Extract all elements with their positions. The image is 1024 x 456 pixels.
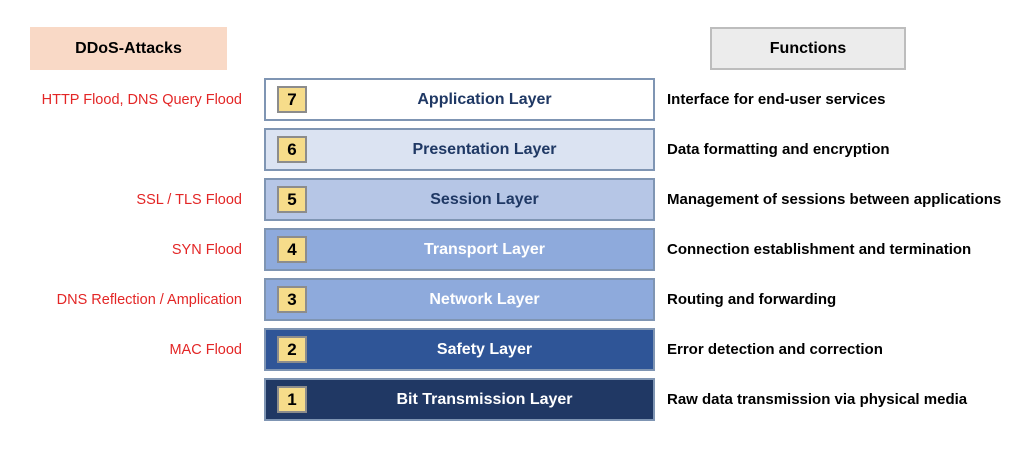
ddos-attack-label: SSL / TLS Flood (136, 191, 242, 208)
layer-box: 6 Presentation Layer (264, 128, 655, 171)
ddos-attack-label: DNS Reflection / Amplication (56, 291, 242, 308)
layer-row: 6 Presentation Layer Data formatting and e… (0, 128, 1024, 171)
layer-name: Transport Layer (424, 240, 545, 258)
layer-name: Session Layer (430, 190, 539, 208)
layer-row: SYN Flood 4 Transport Layer Connection esta… (0, 228, 1024, 271)
layer-row: DNS Reflection / Amplication 3 Network Lay… (0, 278, 1024, 321)
layer-function-label: Routing and forwarding (667, 291, 837, 308)
layer-number-badge: 7 (277, 86, 307, 113)
layer-function-label: Interface for end-user services (667, 91, 886, 108)
ddos-attack-label: HTTP Flood, DNS Query Flood (41, 91, 242, 108)
ddos-attack-label: SYN Flood (171, 241, 242, 258)
layer-row: HTTP Flood, DNS Query Flood 7 Application … (0, 78, 1024, 121)
layer-name: Safety Layer (436, 340, 533, 358)
layer-box: 4 Transport Layer (264, 228, 655, 271)
layer-row: 1 Bit Transmission Layer Raw data transmis… (0, 378, 1024, 421)
layer-name: Bit Transmission Layer (396, 390, 573, 408)
layer-number-badge: 4 (277, 236, 307, 263)
layer-number-badge: 5 (277, 186, 307, 213)
layer-name: Application Layer (417, 90, 552, 108)
functions-header: Functions (710, 27, 906, 70)
layer-name: Presentation Layer (412, 140, 557, 158)
layer-function-label: Raw data transmission via physical media (667, 391, 968, 408)
layer-box: 1 Bit Transmission Layer (264, 378, 655, 421)
layer-box: 7 Application Layer (264, 78, 655, 121)
ddos-attack-label: MAC Flood (169, 341, 242, 358)
layer-name: Network Layer (429, 290, 540, 308)
layer-function-label: Data formatting and encryption (667, 141, 890, 158)
ddos-attacks-header: DDoS-Attacks (30, 27, 227, 70)
layer-function-label: Connection establishment and termination (667, 241, 972, 258)
layer-number-badge: 2 (277, 336, 307, 363)
layer-row: MAC Flood 2 Safety Layer Error detection an… (0, 328, 1024, 371)
layer-function-label: Management of sessions between applicati… (667, 191, 1002, 208)
layer-box: 3 Network Layer (264, 278, 655, 321)
layer-row: SSL / TLS Flood 5 Session Layer Management … (0, 178, 1024, 221)
layer-number-badge: 1 (277, 386, 307, 413)
layer-box: 5 Session Layer (264, 178, 655, 221)
layer-function-label: Error detection and correction (667, 341, 883, 358)
layer-number-badge: 3 (277, 286, 307, 313)
layer-box: 2 Safety Layer (264, 328, 655, 371)
layer-number-badge: 6 (277, 136, 307, 163)
